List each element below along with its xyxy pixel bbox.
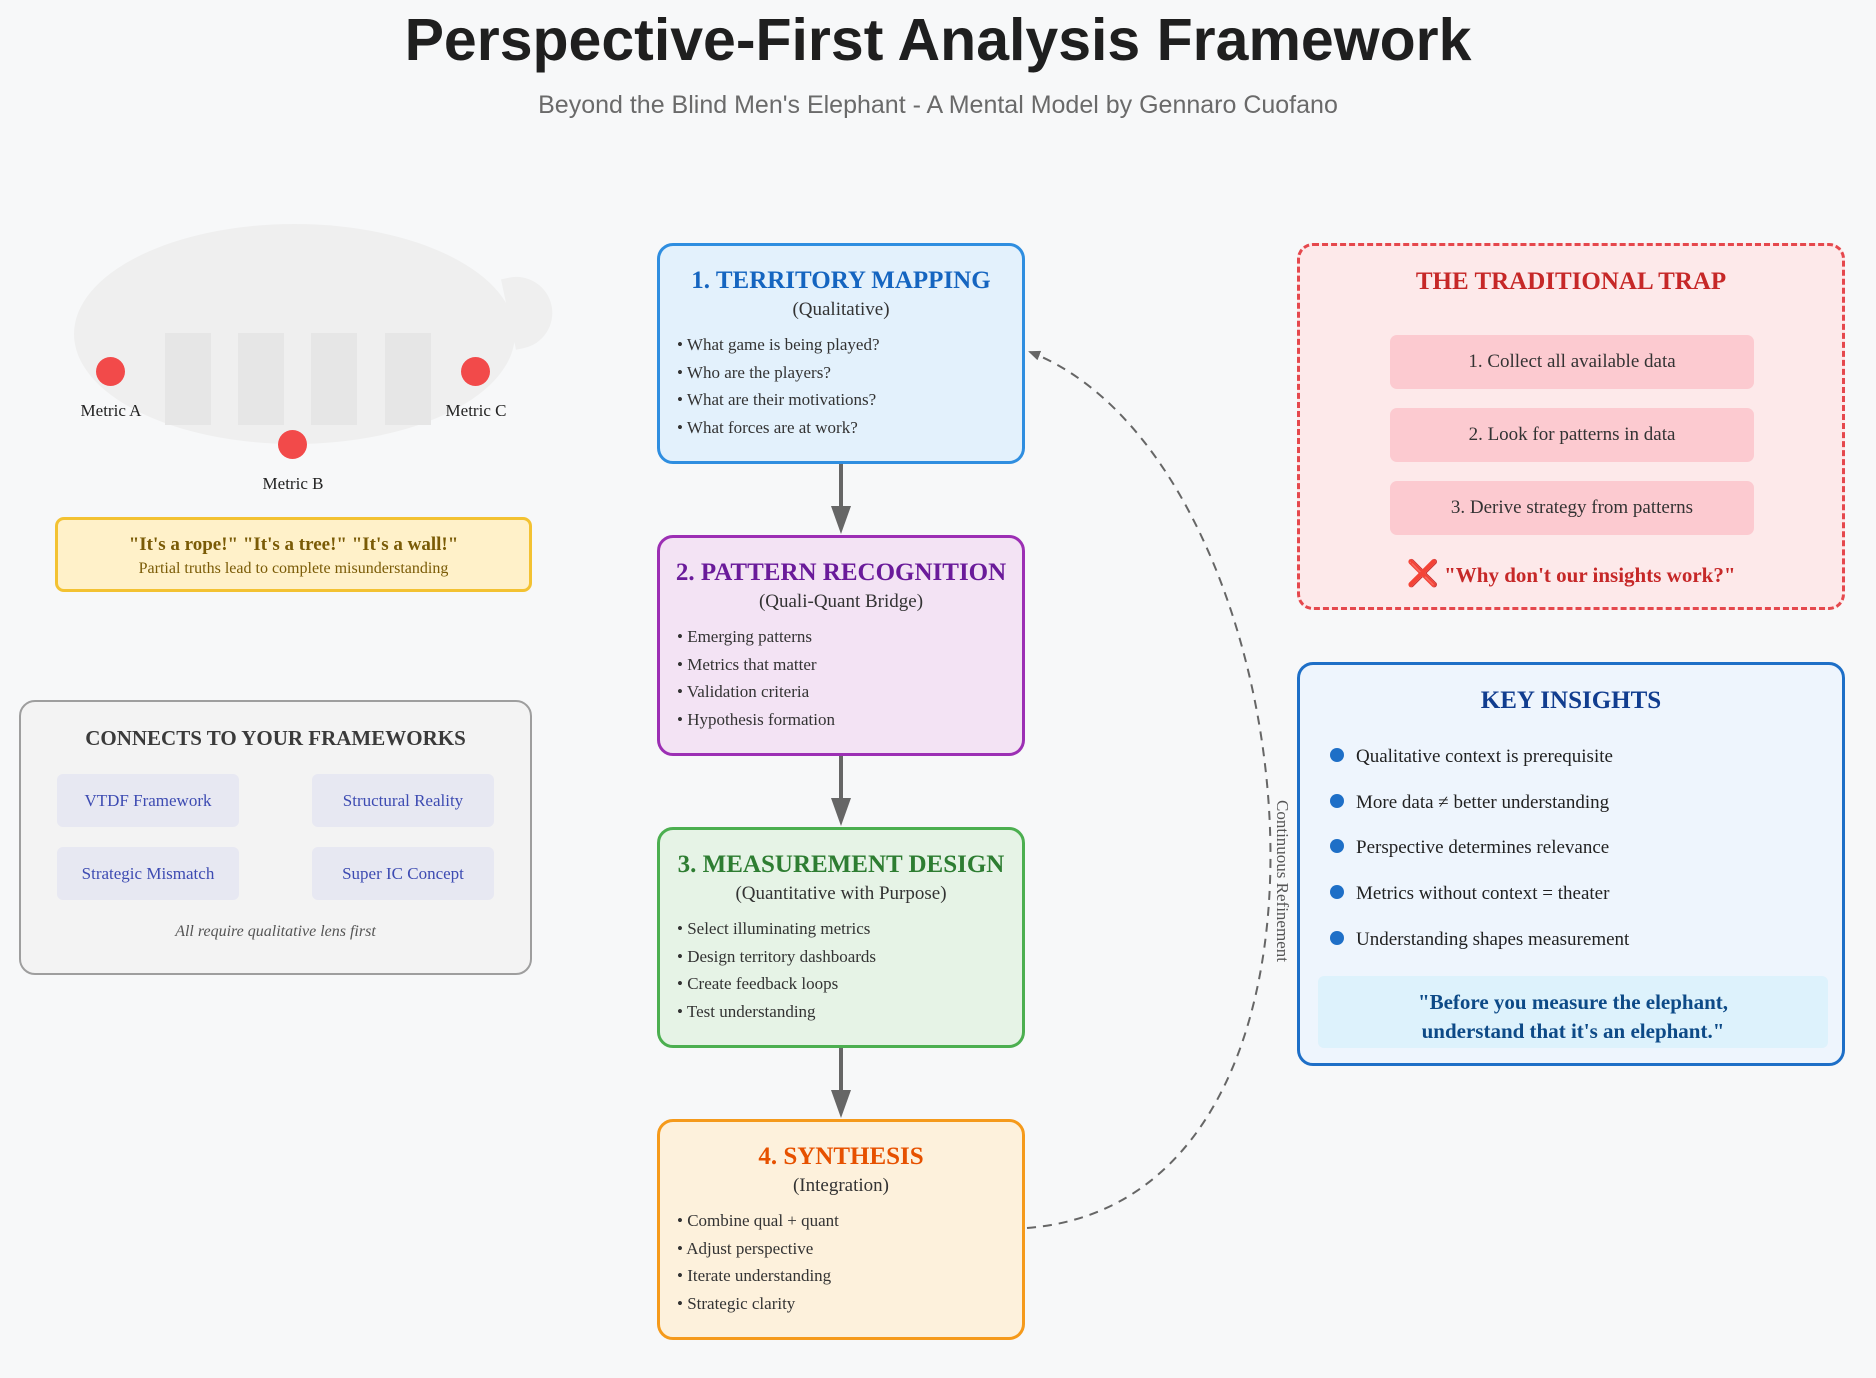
elephant-quote-line: "Before you measure the elephant, <box>1417 990 1729 1014</box>
elephant-leg <box>311 333 357 425</box>
stage-bullet: Combine qual + quant <box>677 1207 1022 1235</box>
elephant-body-shape <box>74 224 515 444</box>
connects-footer: All require qualitative lens first <box>175 923 376 940</box>
traditional-trap-panel: THE TRADITIONAL TRAP 1. Collect all avai… <box>1297 243 1845 610</box>
stage-subtitle: (Quantitative with Purpose) <box>735 883 947 904</box>
elephant-leg <box>238 333 284 425</box>
stage-arrow-1-2 <box>831 464 851 534</box>
stage-bullet: Iterate understanding <box>677 1262 1022 1290</box>
stage-bullet: Adjust perspective <box>677 1235 1022 1263</box>
stage-territory-mapping: 1. TERRITORY MAPPING (Qualitative) What … <box>657 243 1025 464</box>
stage-bullet: Test understanding <box>677 998 1022 1026</box>
trap-step: 2. Look for patterns in data <box>1390 408 1754 462</box>
elephant-leg <box>165 333 211 425</box>
bullet-dot-icon <box>1330 748 1344 762</box>
metric-c-label: Metric C <box>445 401 507 420</box>
elephant-quote-line: understand that it's an elephant." <box>1421 1019 1725 1043</box>
blind-men-caption: Partial truths lead to complete misunder… <box>138 560 449 577</box>
stage-bullet: Create feedback loops <box>677 970 1022 998</box>
stage-bullet: Emerging patterns <box>677 623 1022 651</box>
page-subtitle: Beyond the Blind Men's Elephant - A Ment… <box>538 91 1338 119</box>
stage-bullet: Metrics that matter <box>677 651 1022 679</box>
insight-item: More data ≠ better understanding <box>1330 792 1609 822</box>
key-insights-panel: KEY INSIGHTS Qualitative context is prer… <box>1297 662 1845 1066</box>
trap-warning-text: "Why don't our insights work?" <box>1444 563 1736 587</box>
bullet-dot-icon <box>1330 885 1344 899</box>
connects-frameworks-panel: CONNECTS TO YOUR FRAMEWORKS VTDF Framewo… <box>19 700 532 975</box>
insight-text: Understanding shapes measurement <box>1356 929 1630 950</box>
blind-men-quote-box: "It's a rope!" "It's a tree!" "It's a wa… <box>55 517 532 592</box>
metric-b-dot <box>278 430 307 459</box>
insight-text: Qualitative context is prerequisite <box>1356 746 1613 767</box>
insights-title: KEY INSIGHTS <box>1480 687 1662 714</box>
stage-arrow-2-3 <box>831 756 851 826</box>
stage-bullet: Who are the players? <box>677 359 1022 387</box>
stage-bullet: Hypothesis formation <box>677 706 1022 734</box>
connects-title: CONNECTS TO YOUR FRAMEWORKS <box>85 726 466 750</box>
stage-bullet: Select illuminating metrics <box>677 915 1022 943</box>
stage-bullet: What game is being played? <box>677 331 1022 359</box>
stage-bullet: What forces are at work? <box>677 414 1022 442</box>
trap-step: 1. Collect all available data <box>1390 335 1754 389</box>
insight-item: Understanding shapes measurement <box>1330 929 1629 959</box>
stage-subtitle: (Integration) <box>792 1175 889 1196</box>
framework-chip-strategic-mismatch: Strategic Mismatch <box>57 847 239 900</box>
insight-item: Qualitative context is prerequisite <box>1330 746 1613 776</box>
stage-bullet: Design territory dashboards <box>677 943 1022 971</box>
bullet-dot-icon <box>1330 931 1344 945</box>
blind-men-quote: "It's a rope!" "It's a tree!" "It's a wa… <box>128 534 459 555</box>
page-title: Perspective-First Analysis Framework <box>404 7 1472 73</box>
insight-text: Perspective determines relevance <box>1356 837 1610 858</box>
elephant-quote: "Before you measure the elephant, unders… <box>1318 976 1828 1048</box>
metric-a-dot <box>96 357 125 386</box>
trap-step: 3. Derive strategy from patterns <box>1390 481 1754 535</box>
insight-item: Metrics without context = theater <box>1330 883 1609 913</box>
continuous-refinement-label: Continuous Refinement <box>1273 800 1292 962</box>
stage-title: 2. PATTERN RECOGNITION <box>675 559 1007 586</box>
stage-title: 4. SYNTHESIS <box>758 1143 924 1170</box>
bullet-dot-icon <box>1330 839 1344 853</box>
trap-warning: ❌ "Why don't our insights work?" <box>1300 559 1842 589</box>
insight-item: Perspective determines relevance <box>1330 837 1609 867</box>
stage-title: 1. TERRITORY MAPPING <box>691 267 991 294</box>
stage-bullet: What are their motivations? <box>677 386 1022 414</box>
trap-title: THE TRADITIONAL TRAP <box>1415 268 1727 295</box>
stage-bullet: Strategic clarity <box>677 1290 1022 1318</box>
stage-synthesis: 4. SYNTHESIS (Integration) Combine qual … <box>657 1119 1025 1340</box>
metric-b-label: Metric B <box>262 474 324 493</box>
metric-c-dot <box>461 357 490 386</box>
bullet-dot-icon <box>1330 794 1344 808</box>
stage-title: 3. MEASUREMENT DESIGN <box>677 851 1005 878</box>
stage-arrow-3-4 <box>831 1048 851 1118</box>
stage-measurement-design: 3. MEASUREMENT DESIGN (Quantitative with… <box>657 827 1025 1048</box>
x-mark-icon: ❌ <box>1406 559 1439 589</box>
stage-pattern-recognition: 2. PATTERN RECOGNITION (Quali-Quant Brid… <box>657 535 1025 756</box>
framework-chip-structural-reality: Structural Reality <box>312 774 494 827</box>
elephant-leg <box>385 333 431 425</box>
stage-subtitle: (Qualitative) <box>792 299 890 320</box>
stage-bullet: Validation criteria <box>677 678 1022 706</box>
insight-text: More data ≠ better understanding <box>1356 792 1610 813</box>
continuous-refinement-loop <box>1026 350 1272 1229</box>
framework-chip-super-ic: Super IC Concept <box>312 847 494 900</box>
framework-chip-vtdf: VTDF Framework <box>57 774 239 827</box>
stage-subtitle: (Quali-Quant Bridge) <box>758 591 924 612</box>
metric-a-label: Metric A <box>80 401 142 420</box>
insight-text: Metrics without context = theater <box>1356 883 1610 904</box>
